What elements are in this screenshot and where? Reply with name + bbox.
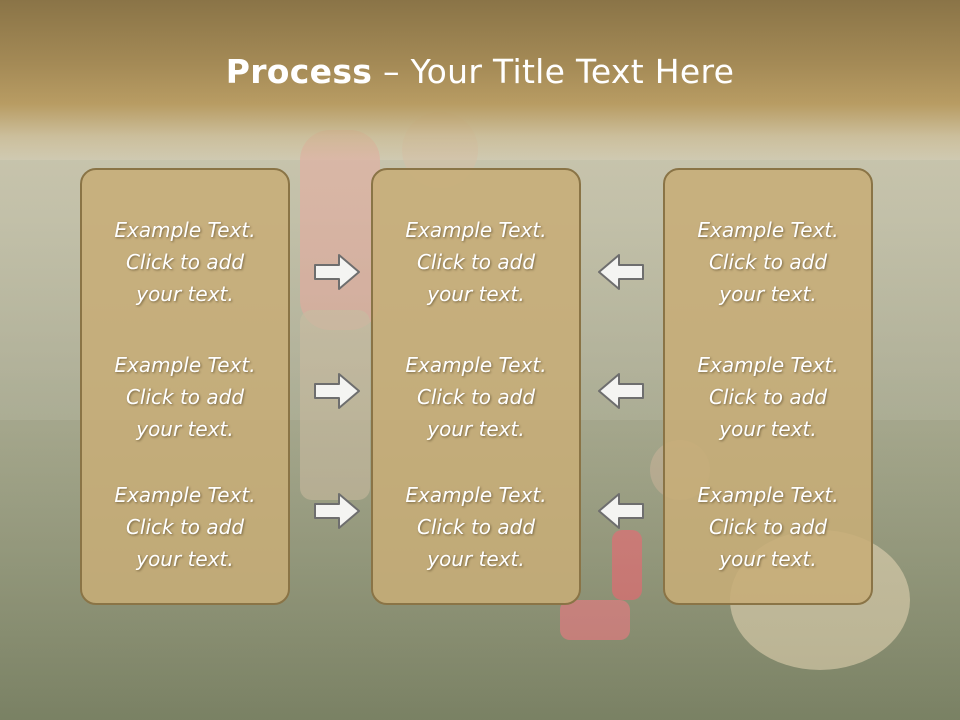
arrow-left-icon bbox=[598, 493, 644, 529]
slide-title[interactable]: Process – Your Title Text Here bbox=[0, 52, 960, 91]
text-line: Click to add bbox=[125, 250, 245, 274]
title-rest: – Your Title Text Here bbox=[372, 52, 735, 91]
box-text[interactable]: Example Text. Click to add your text. bbox=[665, 479, 871, 575]
title-bar bbox=[0, 0, 960, 160]
text-line: Click to add bbox=[125, 515, 245, 539]
text-line: Click to add bbox=[416, 250, 536, 274]
text-line: your text. bbox=[719, 282, 817, 306]
text-line: your text. bbox=[136, 282, 234, 306]
process-box-left[interactable]: Example Text. Click to add your text. Ex… bbox=[80, 168, 290, 605]
text-line: your text. bbox=[427, 547, 525, 571]
text-line: Click to add bbox=[416, 385, 536, 409]
text-line: Click to add bbox=[708, 515, 828, 539]
box-text[interactable]: Example Text. Click to add your text. bbox=[373, 479, 579, 575]
text-line: your text. bbox=[136, 417, 234, 441]
box-text[interactable]: Example Text. Click to add your text. bbox=[665, 214, 871, 310]
text-line: your text. bbox=[719, 417, 817, 441]
text-line: Example Text. bbox=[114, 353, 256, 377]
box-text[interactable]: Example Text. Click to add your text. bbox=[82, 479, 288, 575]
text-line: your text. bbox=[719, 547, 817, 571]
text-line: Example Text. bbox=[114, 483, 256, 507]
text-line: Click to add bbox=[708, 385, 828, 409]
arrow-left-icon bbox=[598, 254, 644, 290]
box-text[interactable]: Example Text. Click to add your text. bbox=[82, 214, 288, 310]
text-line: your text. bbox=[427, 282, 525, 306]
text-line: Example Text. bbox=[697, 353, 839, 377]
text-line: Example Text. bbox=[405, 483, 547, 507]
text-line: Example Text. bbox=[697, 218, 839, 242]
box-text[interactable]: Example Text. Click to add your text. bbox=[373, 349, 579, 445]
text-line: Click to add bbox=[416, 515, 536, 539]
text-line: your text. bbox=[427, 417, 525, 441]
text-line: Example Text. bbox=[114, 218, 256, 242]
box-text[interactable]: Example Text. Click to add your text. bbox=[373, 214, 579, 310]
process-box-right[interactable]: Example Text. Click to add your text. Ex… bbox=[663, 168, 873, 605]
arrow-left-icon bbox=[598, 373, 644, 409]
text-line: Example Text. bbox=[405, 353, 547, 377]
text-line: Example Text. bbox=[405, 218, 547, 242]
arrow-right-icon bbox=[314, 493, 360, 529]
arrow-right-icon bbox=[314, 254, 360, 290]
text-line: Click to add bbox=[125, 385, 245, 409]
text-line: your text. bbox=[136, 547, 234, 571]
box-text[interactable]: Example Text. Click to add your text. bbox=[82, 349, 288, 445]
box-text[interactable]: Example Text. Click to add your text. bbox=[665, 349, 871, 445]
arrow-right-icon bbox=[314, 373, 360, 409]
title-bold: Process bbox=[225, 52, 373, 91]
text-line: Example Text. bbox=[697, 483, 839, 507]
text-line: Click to add bbox=[708, 250, 828, 274]
process-box-center[interactable]: Example Text. Click to add your text. Ex… bbox=[371, 168, 581, 605]
